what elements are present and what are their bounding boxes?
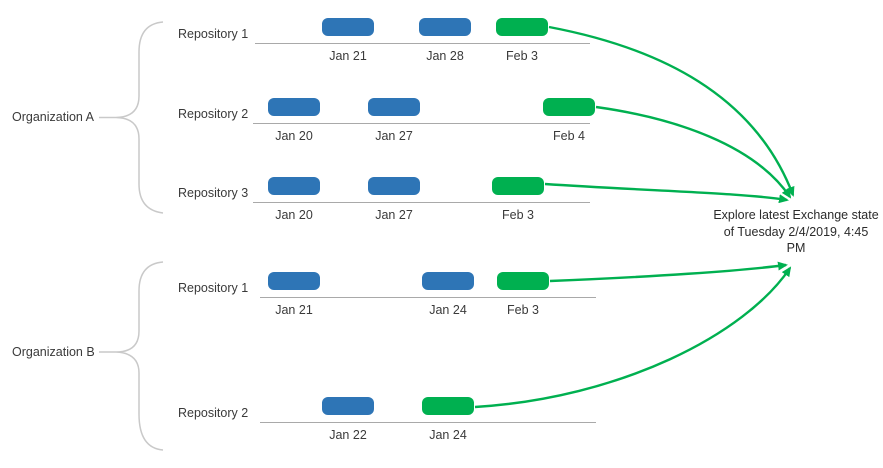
repo-label-orga-2: Repository 2 bbox=[178, 107, 249, 121]
commit-box bbox=[322, 18, 374, 36]
date-label: Jan 28 bbox=[426, 49, 464, 63]
date-label: Feb 3 bbox=[507, 303, 539, 317]
date-label: Jan 22 bbox=[329, 428, 367, 442]
commit-box bbox=[268, 272, 320, 290]
commit-box bbox=[422, 272, 474, 290]
date-label: Jan 20 bbox=[275, 129, 313, 143]
arrow-orgB-repo1-to-annotation bbox=[549, 261, 788, 283]
repo-label-orgb-1: Repository 1 bbox=[178, 281, 249, 295]
org-b-brace bbox=[115, 261, 164, 451]
timeline-line bbox=[253, 202, 590, 203]
repo-label-orgb-2: Repository 2 bbox=[178, 406, 249, 420]
timeline-line bbox=[255, 43, 590, 44]
repo-label-orga-1: Repository 1 bbox=[178, 27, 249, 41]
exchange-box bbox=[492, 177, 544, 195]
date-label: Jan 21 bbox=[329, 49, 367, 63]
timeline-line bbox=[253, 123, 590, 124]
date-label: Feb 4 bbox=[553, 129, 585, 143]
date-label: Jan 24 bbox=[429, 428, 467, 442]
timeline-line bbox=[260, 422, 596, 423]
exchange-annotation-line: PM bbox=[786, 241, 806, 255]
date-label: Jan 27 bbox=[375, 129, 413, 143]
date-label: Feb 3 bbox=[506, 49, 538, 63]
exchange-box bbox=[422, 397, 474, 415]
org-label-a: Organization A bbox=[12, 110, 94, 124]
commit-box bbox=[322, 397, 374, 415]
exchange-box bbox=[497, 272, 549, 290]
arrow-orgB-repo2-to-annotation bbox=[474, 266, 792, 409]
date-label: Jan 27 bbox=[375, 208, 413, 222]
exchange-box bbox=[496, 18, 548, 36]
arrow-orgA-repo2-to-annotation bbox=[595, 105, 792, 199]
timeline-line bbox=[260, 297, 596, 298]
date-label: Jan 24 bbox=[429, 303, 467, 317]
commit-box bbox=[268, 98, 320, 116]
org-label-b: Organization B bbox=[12, 345, 95, 359]
commit-box bbox=[268, 177, 320, 195]
exchange-annotation-line: of Tuesday 2/4/2019, 4:45 bbox=[723, 224, 869, 239]
org-a-brace bbox=[115, 21, 164, 214]
date-label: Jan 20 bbox=[275, 208, 313, 222]
commit-box bbox=[368, 177, 420, 195]
repo-label-orga-3: Repository 3 bbox=[178, 186, 249, 200]
exchange-annotation-line: Explore latest Exchange state bbox=[713, 208, 879, 222]
exchange-box bbox=[543, 98, 595, 116]
date-label: Jan 21 bbox=[275, 303, 313, 317]
arrow-orgA-repo1-to-annotation bbox=[548, 25, 795, 197]
date-label: Feb 3 bbox=[502, 208, 534, 222]
commit-box bbox=[419, 18, 471, 36]
exchange-annotation: Explore latest Exchange state of Tuesday… bbox=[701, 207, 883, 257]
commit-box bbox=[368, 98, 420, 116]
arrow-orgA-repo3-to-annotation bbox=[544, 182, 789, 204]
